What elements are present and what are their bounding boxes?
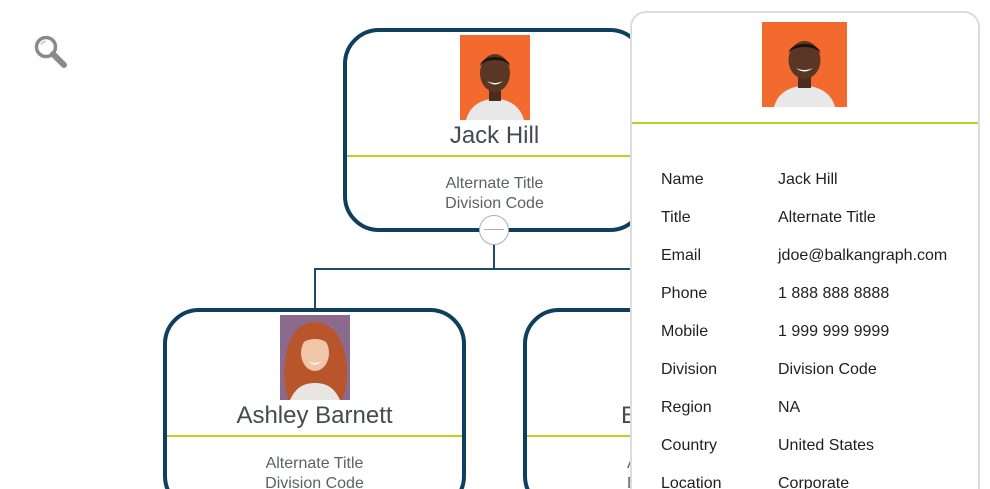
detail-label: Country [661, 437, 718, 454]
detail-value: Corporate [778, 475, 850, 489]
collapse-toggle-button[interactable] [479, 215, 509, 245]
detail-row-email: Email jdoe@balkangraph.com [661, 247, 971, 269]
org-node-root[interactable]: Jack Hill Alternate Title Division Code [343, 28, 646, 232]
node-name: Ashley Barnett [236, 402, 393, 429]
detail-value: 1 888 888 8888 [778, 285, 890, 302]
detail-label: Name [661, 171, 704, 188]
detail-label: Email [661, 247, 702, 264]
search-icon[interactable] [33, 34, 69, 70]
connector-left-child [314, 268, 316, 310]
node-divider [347, 155, 642, 157]
detail-value: jdoe@balkangraph.com [778, 247, 948, 264]
detail-label: Title [661, 209, 691, 226]
node-division: Division Code [265, 475, 364, 489]
detail-value: Jack Hill [778, 171, 838, 188]
node-division: Division Code [445, 195, 544, 212]
detail-row-mobile: Mobile 1 999 999 9999 [661, 323, 971, 345]
detail-label: Phone [661, 285, 708, 302]
detail-label: Division [661, 361, 718, 378]
connector-root-down [493, 244, 495, 270]
details-avatar [762, 22, 847, 107]
detail-row-country: Country United States [661, 437, 971, 459]
detail-row-region: Region NA [661, 399, 971, 421]
detail-label: Region [661, 399, 712, 416]
details-panel: Name Jack Hill Title Alternate Title Ema… [630, 11, 980, 489]
detail-value: NA [778, 399, 801, 416]
details-divider [632, 122, 978, 124]
node-divider [167, 435, 462, 437]
node-title: Alternate Title [265, 455, 364, 472]
avatar [279, 315, 350, 400]
detail-row-name: Name Jack Hill [661, 171, 971, 193]
org-node-child[interactable]: Ashley Barnett Alternate Title Division … [163, 308, 466, 489]
detail-label: Location [661, 475, 722, 489]
detail-value: 1 999 999 9999 [778, 323, 890, 340]
detail-row-location: Location Corporate [661, 475, 971, 489]
avatar [459, 35, 530, 120]
node-name: Jack Hill [449, 122, 540, 149]
detail-label: Mobile [661, 323, 709, 340]
detail-row-division: Division Division Code [661, 361, 971, 383]
node-title: Alternate Title [445, 175, 544, 192]
detail-row-title: Title Alternate Title [661, 209, 971, 231]
detail-value: United States [778, 437, 875, 454]
detail-row-phone: Phone 1 888 888 8888 [661, 285, 971, 307]
detail-value: Alternate Title [778, 209, 876, 226]
connector-horizontal [314, 268, 654, 270]
detail-value: Division Code [778, 361, 877, 378]
